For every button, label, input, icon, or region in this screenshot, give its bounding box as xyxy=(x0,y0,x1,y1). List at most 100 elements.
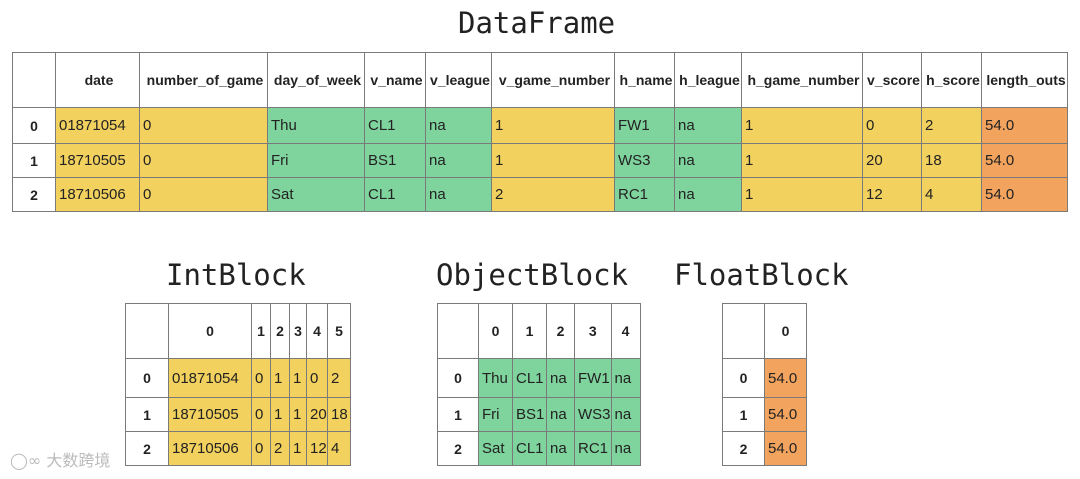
table-cell: Sat xyxy=(478,431,513,466)
table-cell: 2 xyxy=(327,358,351,398)
table-cell: na xyxy=(546,431,575,466)
column-header: date xyxy=(55,52,140,108)
column-header: 0 xyxy=(478,303,513,359)
column-header: 4 xyxy=(306,303,328,359)
table-cell: na xyxy=(546,397,575,432)
table-cell: na xyxy=(425,177,492,212)
table-cell: 18710506 xyxy=(55,177,140,212)
table-cell: 0 xyxy=(306,358,328,398)
table-cell: 18 xyxy=(327,397,351,432)
dataframe-title: DataFrame xyxy=(458,6,616,40)
table-cell: 4 xyxy=(327,431,351,466)
table-cell: 0 xyxy=(251,358,271,398)
table-cell: Fri xyxy=(267,143,365,178)
column-header: h_name xyxy=(614,52,675,108)
column-header: 2 xyxy=(546,303,575,359)
table-cell: 20 xyxy=(862,143,922,178)
table-cell: RC1 xyxy=(574,431,612,466)
table-cell: CL1 xyxy=(364,107,426,144)
column-header: v_score xyxy=(862,52,922,108)
table-cell: na xyxy=(546,358,575,398)
table-cell: 1 xyxy=(270,397,290,432)
table-cell: 1 xyxy=(270,358,290,398)
table-cell: Fri xyxy=(478,397,513,432)
table-cell: 01871054 xyxy=(55,107,140,144)
row-index: 2 xyxy=(12,177,56,212)
row-index: 2 xyxy=(437,431,479,466)
column-header: 4 xyxy=(610,303,641,359)
column-header: 3 xyxy=(289,303,307,359)
table-cell: 54.0 xyxy=(764,397,807,432)
table-cell: 1 xyxy=(741,177,863,212)
table-cell: 1 xyxy=(289,358,307,398)
table-cell: 18 xyxy=(921,143,982,178)
table-cell: 4 xyxy=(921,177,982,212)
table-cell: 54.0 xyxy=(764,358,807,398)
table-cell: 12 xyxy=(306,431,328,466)
table-cell: 1 xyxy=(289,397,307,432)
table-cell: 0 xyxy=(862,107,922,144)
table-cell: 1 xyxy=(741,143,863,178)
corner-cell xyxy=(12,52,56,108)
table-cell: 18710505 xyxy=(55,143,140,178)
table-cell: 54.0 xyxy=(764,431,807,466)
table-cell: BS1 xyxy=(364,143,426,178)
column-header: 1 xyxy=(512,303,547,359)
column-header: h_league xyxy=(674,52,742,108)
corner-cell xyxy=(125,303,169,359)
table-cell: 1 xyxy=(741,107,863,144)
table-cell: 2 xyxy=(270,431,290,466)
table-cell: Thu xyxy=(478,358,513,398)
table-cell: na xyxy=(610,431,641,466)
table-cell: na xyxy=(610,358,641,398)
row-index: 1 xyxy=(722,397,765,432)
corner-cell xyxy=(722,303,765,359)
row-index: 0 xyxy=(12,107,56,144)
column-header: 1 xyxy=(251,303,271,359)
column-header: h_score xyxy=(921,52,982,108)
row-index: 1 xyxy=(12,143,56,178)
table-cell: 54.0 xyxy=(981,177,1068,212)
table-cell: CL1 xyxy=(512,431,547,466)
table-cell: Sat xyxy=(267,177,365,212)
table-cell: 2 xyxy=(921,107,982,144)
column-header: day_of_week xyxy=(267,52,365,108)
column-header: v_name xyxy=(364,52,426,108)
row-index: 0 xyxy=(125,358,169,398)
table-cell: CL1 xyxy=(364,177,426,212)
column-header: 2 xyxy=(270,303,290,359)
table-cell: 0 xyxy=(139,177,268,212)
table-cell: 20 xyxy=(306,397,328,432)
table-cell: 12 xyxy=(862,177,922,212)
table-cell: 0 xyxy=(251,431,271,466)
watermark-icon: ◯∞ xyxy=(10,451,42,470)
column-header: 0 xyxy=(168,303,252,359)
table-cell: 18710505 xyxy=(168,397,252,432)
table-cell: 2 xyxy=(491,177,615,212)
column-header: v_game_number xyxy=(491,52,615,108)
table-cell: 01871054 xyxy=(168,358,252,398)
table-cell: 54.0 xyxy=(981,107,1068,144)
objectblock-title: ObjectBlock xyxy=(436,258,629,292)
row-index: 1 xyxy=(437,397,479,432)
watermark-logo: ◯∞ 大数跨境 xyxy=(10,451,111,470)
column-header: 5 xyxy=(327,303,351,359)
table-cell: 1 xyxy=(491,143,615,178)
table-cell: na xyxy=(425,143,492,178)
table-cell: WS3 xyxy=(574,397,612,432)
column-header: 0 xyxy=(764,303,807,359)
floatblock-title: FloatBlock xyxy=(674,258,849,292)
table-cell: na xyxy=(674,177,742,212)
table-cell: WS3 xyxy=(614,143,675,178)
